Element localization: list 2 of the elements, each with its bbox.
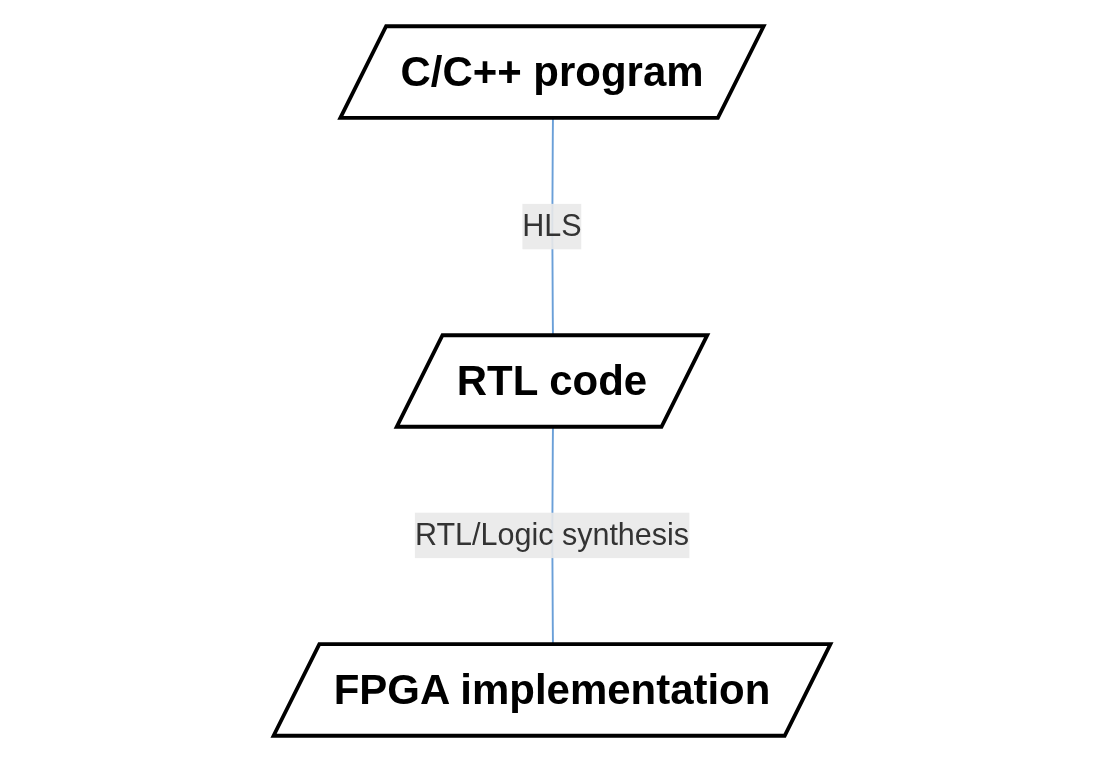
edge-label: RTL/Logic synthesis	[414, 518, 689, 551]
edge-label: HLS	[521, 209, 582, 242]
